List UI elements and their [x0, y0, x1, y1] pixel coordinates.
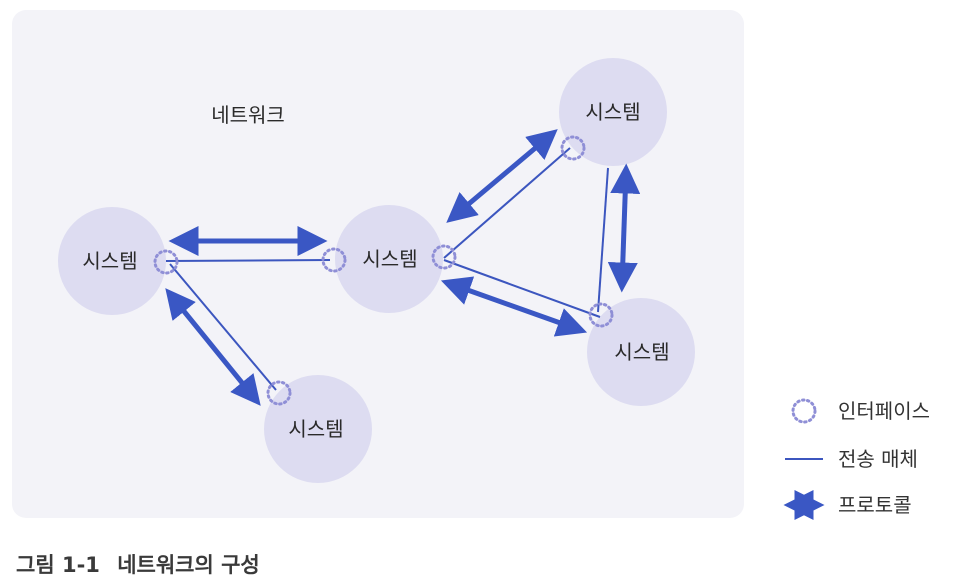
legend-interface-label: 인터페이스: [838, 399, 930, 423]
legend-interface-icon: [791, 398, 817, 424]
network-label: 네트워크: [211, 103, 285, 127]
legend-medium-label: 전송 매체: [838, 447, 918, 471]
system-node-top-right: [559, 58, 667, 166]
interface-icon-topright: [560, 135, 586, 161]
interface-icon-left: [153, 249, 179, 275]
system-label-bottom: 시스템: [288, 417, 343, 441]
system-label-center: 시스템: [362, 247, 417, 271]
system-label-left: 시스템: [82, 249, 137, 273]
system-node-center: [335, 205, 443, 313]
medium-line-topright-right: [597, 167, 609, 313]
interface-icon-center-right: [431, 244, 457, 270]
interface-icon-right: [588, 302, 614, 328]
legend-protocol-label: 프로토콜: [838, 493, 912, 517]
system-node-left: [58, 207, 166, 315]
interface-icon-bottom: [266, 380, 292, 406]
medium-line-left-center: [165, 259, 331, 262]
protocol-arrow-center-topright: [446, 129, 558, 223]
protocol-arrow-center-right: [440, 276, 588, 337]
figure-number: 그림 1-1: [16, 553, 100, 577]
figure-caption: 그림 1-1 네트워크의 구성: [16, 553, 260, 577]
system-node-right: [587, 298, 695, 406]
system-label-right: 시스템: [614, 340, 669, 364]
protocol-arrow-topright-right: [607, 163, 641, 293]
legend: 인터페이스 전송 매체 프로토콜: [783, 398, 930, 520]
protocol-arrow-left-bottom: [165, 288, 261, 406]
system-label-top-right: 시스템: [585, 100, 640, 124]
system-node-bottom: [264, 375, 372, 483]
figure-title: 네트워크의 구성: [117, 553, 260, 577]
interface-icon-center-left: [321, 247, 347, 273]
